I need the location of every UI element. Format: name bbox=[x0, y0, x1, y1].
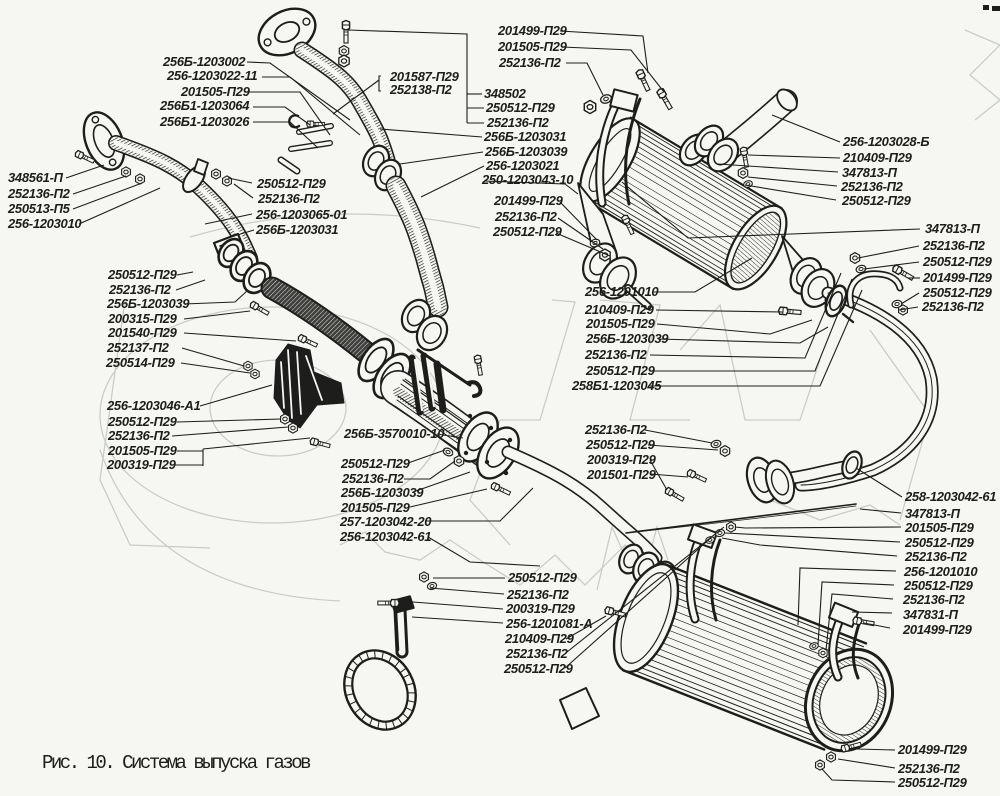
svg-text:201499-П29: 201499-П29 bbox=[493, 193, 564, 208]
svg-text:200315-П29: 200315-П29 bbox=[107, 311, 178, 326]
svg-text:252136-П2: 252136-П2 bbox=[7, 186, 71, 201]
svg-text:252136-П2: 252136-П2 bbox=[505, 646, 569, 661]
svg-text:250512-П29: 250512-П29 bbox=[585, 363, 656, 378]
svg-text:210409-П29: 210409-П29 bbox=[842, 150, 913, 165]
svg-text:250512-П29: 250512-П29 bbox=[841, 193, 912, 208]
svg-text:252138-П2: 252138-П2 bbox=[389, 82, 453, 97]
svg-text:252136-П2: 252136-П2 bbox=[107, 428, 171, 443]
svg-text:252136-П2: 252136-П2 bbox=[486, 115, 550, 130]
svg-text:250512-П29: 250512-П29 bbox=[492, 224, 563, 239]
svg-text:252136-П2: 252136-П2 bbox=[584, 347, 648, 362]
svg-text:256Б-1203031: 256Б-1203031 bbox=[483, 129, 566, 144]
svg-text:250512-П29: 250512-П29 bbox=[485, 100, 556, 115]
svg-text:256-1201010: 256-1201010 bbox=[903, 564, 978, 579]
svg-text:250512-П29: 250512-П29 bbox=[903, 578, 974, 593]
svg-text:252136-П2: 252136-П2 bbox=[840, 179, 904, 194]
svg-text:250-1203043-10: 250-1203043-10 bbox=[481, 172, 574, 187]
svg-text:201587-П29: 201587-П29 bbox=[389, 69, 460, 84]
svg-text:250512-П29: 250512-П29 bbox=[256, 176, 327, 191]
svg-text:348502: 348502 bbox=[484, 86, 527, 101]
svg-text:256Б-1203039: 256Б-1203039 bbox=[340, 485, 424, 500]
svg-text:256-1203046-А1: 256-1203046-А1 bbox=[106, 398, 200, 413]
svg-text:347831-П: 347831-П bbox=[903, 607, 959, 622]
svg-text:201540-П29: 201540-П29 bbox=[107, 325, 178, 340]
svg-text:256-1203010: 256-1203010 bbox=[7, 216, 82, 231]
svg-text:Рис. 10. Система выпуска газов: Рис. 10. Система выпуска газов bbox=[42, 752, 311, 774]
svg-text:256Б-3570010-10: 256Б-3570010-10 bbox=[343, 426, 445, 441]
svg-text:250513-П5: 250513-П5 bbox=[7, 201, 71, 216]
svg-text:201499-П29: 201499-П29 bbox=[897, 742, 968, 757]
svg-text:256Б-1203031: 256Б-1203031 bbox=[255, 222, 338, 237]
svg-text:256Б-1203039: 256Б-1203039 bbox=[106, 296, 190, 311]
svg-text:252136-П2: 252136-П2 bbox=[494, 209, 558, 224]
svg-text:347813-П: 347813-П bbox=[842, 165, 898, 180]
svg-text:256Б-1203039: 256Б-1203039 bbox=[484, 144, 568, 159]
svg-text:201505-П29: 201505-П29 bbox=[180, 84, 251, 99]
svg-text:258-1203042-61: 258-1203042-61 bbox=[904, 489, 996, 504]
svg-text:252136-П2: 252136-П2 bbox=[584, 422, 648, 437]
svg-text:250512-П29: 250512-П29 bbox=[897, 775, 968, 790]
svg-text:256Б-1203002: 256Б-1203002 bbox=[162, 54, 246, 69]
svg-text:252136-П2: 252136-П2 bbox=[108, 282, 172, 297]
svg-text:256Б1-1203064: 256Б1-1203064 bbox=[159, 98, 250, 113]
svg-text:258Б1-1203045: 258Б1-1203045 bbox=[571, 378, 662, 393]
svg-text:250512-П29: 250512-П29 bbox=[585, 437, 656, 452]
svg-text:252136-П2: 252136-П2 bbox=[904, 549, 968, 564]
svg-text:256-1201010: 256-1201010 bbox=[584, 284, 659, 299]
svg-text:252136-П2: 252136-П2 bbox=[897, 761, 961, 776]
svg-text:347813-П: 347813-П bbox=[925, 221, 981, 236]
svg-text:201499-П29: 201499-П29 bbox=[922, 270, 993, 285]
svg-text:348561-П: 348561-П bbox=[8, 170, 64, 185]
svg-text:250512-П29: 250512-П29 bbox=[904, 535, 975, 550]
svg-text:200319-П29: 200319-П29 bbox=[586, 452, 657, 467]
svg-text:250512-П29: 250512-П29 bbox=[922, 254, 993, 269]
svg-text:200319-П29: 200319-П29 bbox=[505, 601, 576, 616]
svg-text:250512-П29: 250512-П29 bbox=[503, 661, 574, 676]
svg-text:252136-П2: 252136-П2 bbox=[498, 55, 562, 70]
svg-text:250512-П29: 250512-П29 bbox=[922, 285, 993, 300]
svg-text:252136-П2: 252136-П2 bbox=[902, 592, 966, 607]
svg-text:201505-П29: 201505-П29 bbox=[340, 500, 411, 515]
svg-text:201499-П29: 201499-П29 bbox=[497, 23, 568, 38]
svg-text:252136-П2: 252136-П2 bbox=[341, 471, 405, 486]
svg-text:250512-П29: 250512-П29 bbox=[340, 456, 411, 471]
svg-text:201505-П29: 201505-П29 bbox=[585, 316, 656, 331]
svg-text:200319-П29: 200319-П29 bbox=[106, 457, 177, 472]
svg-text:252136-П2: 252136-П2 bbox=[921, 299, 985, 314]
svg-text:252136-П2: 252136-П2 bbox=[257, 191, 321, 206]
svg-text:256-1203028-Б: 256-1203028-Б bbox=[842, 134, 929, 149]
svg-text:201505-П29: 201505-П29 bbox=[904, 520, 975, 535]
svg-text:201501-П29: 201501-П29 bbox=[586, 467, 657, 482]
svg-text:250514-П29: 250514-П29 bbox=[105, 355, 176, 370]
svg-text:201505-П29: 201505-П29 bbox=[107, 443, 178, 458]
svg-text:256-1203065-01: 256-1203065-01 bbox=[255, 207, 347, 222]
svg-text:252136-П2: 252136-П2 bbox=[922, 238, 986, 253]
svg-text:201499-П29: 201499-П29 bbox=[902, 622, 973, 637]
svg-text:210409-П29: 210409-П29 bbox=[504, 631, 575, 646]
svg-text:257-1203042-20: 257-1203042-20 bbox=[339, 514, 432, 529]
svg-text:252137-П2: 252137-П2 bbox=[106, 340, 170, 355]
svg-text:256-1203022-11: 256-1203022-11 bbox=[166, 68, 257, 83]
svg-text:201505-П29: 201505-П29 bbox=[497, 39, 568, 54]
svg-text:256-1203042-61: 256-1203042-61 bbox=[339, 529, 431, 544]
svg-text:347813-П: 347813-П bbox=[905, 506, 961, 521]
svg-text:250512-П29: 250512-П29 bbox=[507, 570, 578, 585]
svg-text:250512-П29: 250512-П29 bbox=[107, 267, 178, 282]
svg-text:256Б-1203039: 256Б-1203039 bbox=[585, 331, 669, 346]
svg-text:250512-П29: 250512-П29 bbox=[107, 414, 178, 429]
svg-text:210409-П29: 210409-П29 bbox=[584, 302, 655, 317]
svg-text:256-1203021: 256-1203021 bbox=[485, 158, 559, 173]
svg-text:256-1201081-А: 256-1201081-А bbox=[505, 616, 592, 631]
svg-text:252136-П2: 252136-П2 bbox=[506, 587, 570, 602]
svg-text:256Б1-1203026: 256Б1-1203026 bbox=[159, 114, 250, 129]
